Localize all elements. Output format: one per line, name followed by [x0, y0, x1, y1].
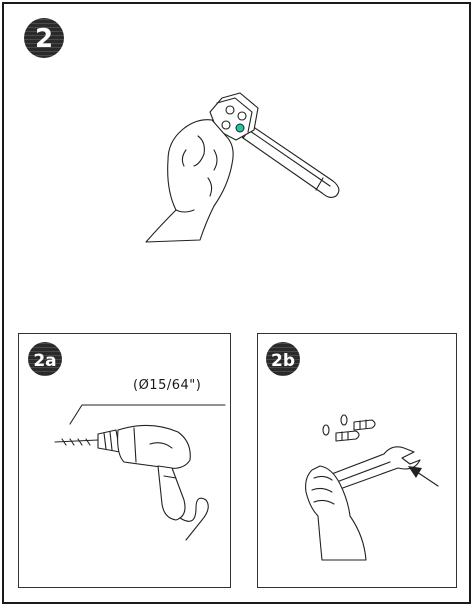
wall-anchor-icon	[323, 415, 375, 441]
arrow-icon	[408, 466, 438, 486]
